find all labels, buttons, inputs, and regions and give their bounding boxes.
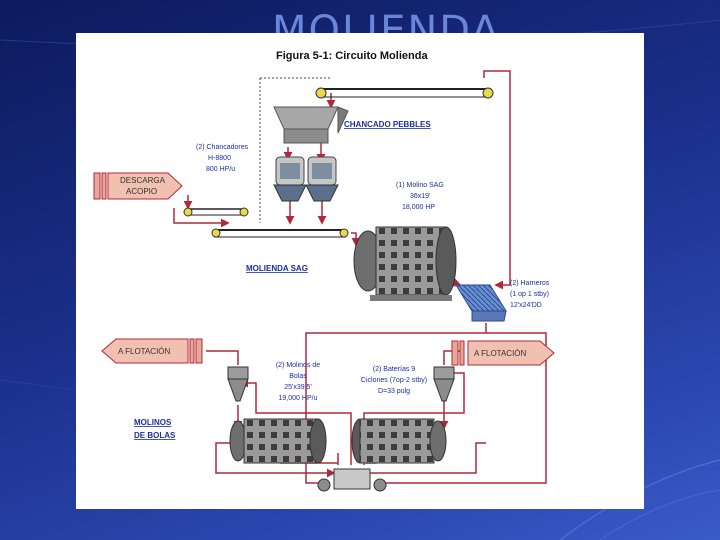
molino-sag-label: (1) Molino SAG 36x19' 18,000 HP	[396, 182, 444, 211]
svg-text:Ciclones (7op-2 stby): Ciclones (7op-2 stby)	[361, 377, 427, 384]
chancado-pebbles-label: CHANCADO PEBBLES	[344, 120, 431, 129]
flotacion-right-label: A FLOTACIÓN	[474, 349, 527, 358]
process-diagram: Figura 5-1: Circuito Molienda	[76, 33, 644, 509]
svg-text:DE BOLAS: DE BOLAS	[134, 431, 176, 440]
svg-text:(1) Molino SAG: (1) Molino SAG	[396, 182, 444, 189]
figure-caption: Figura 5-1: Circuito Molienda	[276, 50, 428, 62]
flotacion-left-label: A FLOTACIÓN	[118, 347, 171, 356]
descarga-acopio-arrow	[93, 172, 183, 200]
svg-text:25'x39,5': 25'x39,5'	[284, 384, 312, 391]
pebbles-hopper	[273, 106, 349, 144]
sag-mill	[353, 226, 457, 301]
svg-text:36x19': 36x19'	[410, 193, 430, 200]
svg-text:MOLINOS: MOLINOS	[134, 418, 172, 427]
svg-text:DESCARGA: DESCARGA	[120, 176, 166, 185]
harneros-label: (2) Harneros (1 op 1 stby) 12'x24'DD	[510, 280, 550, 309]
descarga-acopio-label: DESCARGA ACOPIO	[120, 176, 166, 196]
svg-text:(2) Molinos de: (2) Molinos de	[276, 362, 320, 369]
chancadores-label: (2) Chancadores H-8800 800 HP/u	[196, 144, 249, 173]
ball-mill-right	[351, 418, 447, 464]
ball-mill-left	[229, 418, 327, 464]
flotation-arrow-right	[451, 340, 555, 366]
molinos-bolas-spec-label: (2) Molinos de Bolas 25'x39,5' 19,000 HP…	[276, 362, 320, 402]
small-conveyor	[183, 207, 249, 217]
flotation-arrow-left	[101, 338, 203, 364]
svg-text:(2) Harneros: (2) Harneros	[510, 280, 550, 287]
svg-text:ACOPIO: ACOPIO	[126, 187, 157, 196]
baterias-label: (2) Baterías 9 Ciclones (7op-2 stby) D=3…	[361, 366, 427, 395]
cone-crushers	[273, 156, 339, 202]
svg-text:H-8800: H-8800	[208, 155, 231, 162]
svg-text:D=33 pulg: D=33 pulg	[378, 388, 410, 395]
pump-box	[317, 468, 387, 492]
harneros-screen	[455, 284, 507, 322]
svg-text:18,000 HP: 18,000 HP	[402, 204, 435, 211]
molienda-sag-label: MOLIENDA SAG	[246, 264, 308, 273]
svg-text:(2) Baterías 9: (2) Baterías 9	[373, 366, 416, 373]
molinos-de-bolas-label: MOLINOS DE BOLAS	[134, 418, 176, 440]
svg-text:Bolas: Bolas	[289, 373, 307, 380]
svg-text:(2) Chancadores: (2) Chancadores	[196, 144, 249, 151]
sag-feed-conveyor	[211, 228, 349, 238]
cyclone-left	[227, 366, 249, 402]
cyclone-right	[433, 366, 455, 402]
svg-text:19,000 HP/u: 19,000 HP/u	[279, 395, 318, 402]
svg-text:800 HP/u: 800 HP/u	[206, 166, 235, 173]
top-conveyor	[315, 87, 494, 99]
svg-text:(1 op 1 stby): (1 op 1 stby)	[510, 291, 549, 298]
svg-text:12'x24'DD: 12'x24'DD	[510, 302, 542, 309]
